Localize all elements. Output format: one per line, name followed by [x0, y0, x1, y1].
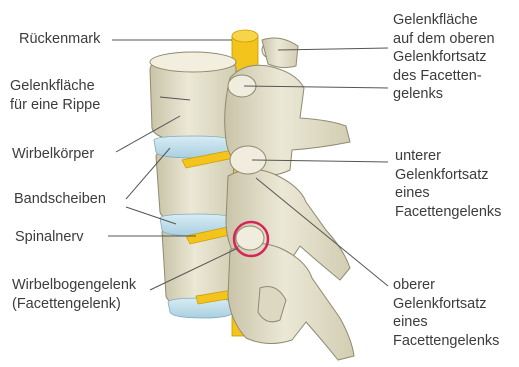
vertebral-bodies: [150, 52, 236, 306]
label-wirbelkoerper: Wirbelkörper: [12, 145, 94, 164]
label-wirbelbogengelenk: Wirbelbogengelenk (Facettengelenk): [12, 276, 136, 313]
label-rueckenmark: Rückenmark: [19, 30, 100, 49]
label-bandscheiben: Bandscheiben: [14, 190, 106, 209]
label-spinalnerv: Spinalnerv: [15, 228, 84, 247]
label-oberer-fortsatz: oberer Gelenkfortsatz eines Facettengele…: [393, 276, 499, 350]
label-gelenkflaeche-oben: Gelenkfläche auf dem oberen Gelenkfortsa…: [393, 11, 495, 104]
label-gelenkflaeche-rippe: Gelenkfläche für eine Rippe: [10, 77, 100, 114]
label-unterer-fortsatz: unterer Gelenkfortsatz eines Facettengel…: [395, 147, 501, 221]
